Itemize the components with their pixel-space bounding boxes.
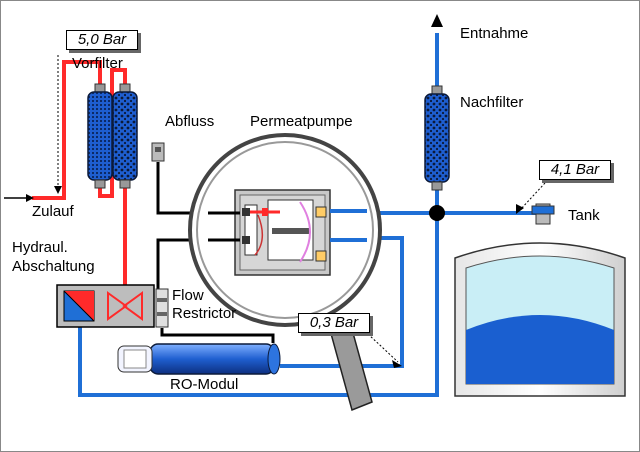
postfilter [424, 85, 450, 191]
pressure-tank [454, 203, 626, 397]
nachfilter-label: Nachfilter [460, 94, 524, 111]
drain-connector [151, 142, 165, 162]
zulauf-label: Zulauf [32, 203, 74, 220]
permeatpumpe-label: Permeatpumpe [250, 113, 353, 130]
permeate-pressure-label: 0,3 Bar [298, 313, 370, 333]
prefilter-2 [112, 83, 138, 189]
flow-restrictor [155, 288, 169, 328]
prefilter-1 [87, 83, 113, 189]
inlet-arrow [4, 194, 34, 202]
vorfilter-label: Vorfilter [72, 55, 123, 72]
ro-membrane-module [117, 343, 281, 375]
ro-modul-label: RO-Modul [170, 376, 239, 393]
abfluss-label: Abfluss [165, 113, 215, 130]
permeate-pump [188, 133, 382, 412]
tank-pressure-label: 4,1 Bar [539, 160, 611, 180]
hydraul-label-1: Hydraul. [12, 239, 68, 256]
inlet-pressure-label: 5,0 Bar [66, 30, 138, 50]
valve-icon [107, 291, 143, 321]
callout-leaders [57, 55, 546, 363]
flow-label-2: Restrictor [172, 305, 237, 322]
outlet-arrow [431, 14, 443, 27]
entnahme-label: Entnahme [460, 25, 529, 42]
flow-label-1: Flow [172, 287, 204, 304]
junction-node [429, 205, 445, 221]
hydraulic-shutoff [56, 284, 155, 328]
hydraul-label-2: Abschaltung [12, 258, 95, 275]
tank-label: Tank [568, 207, 600, 224]
